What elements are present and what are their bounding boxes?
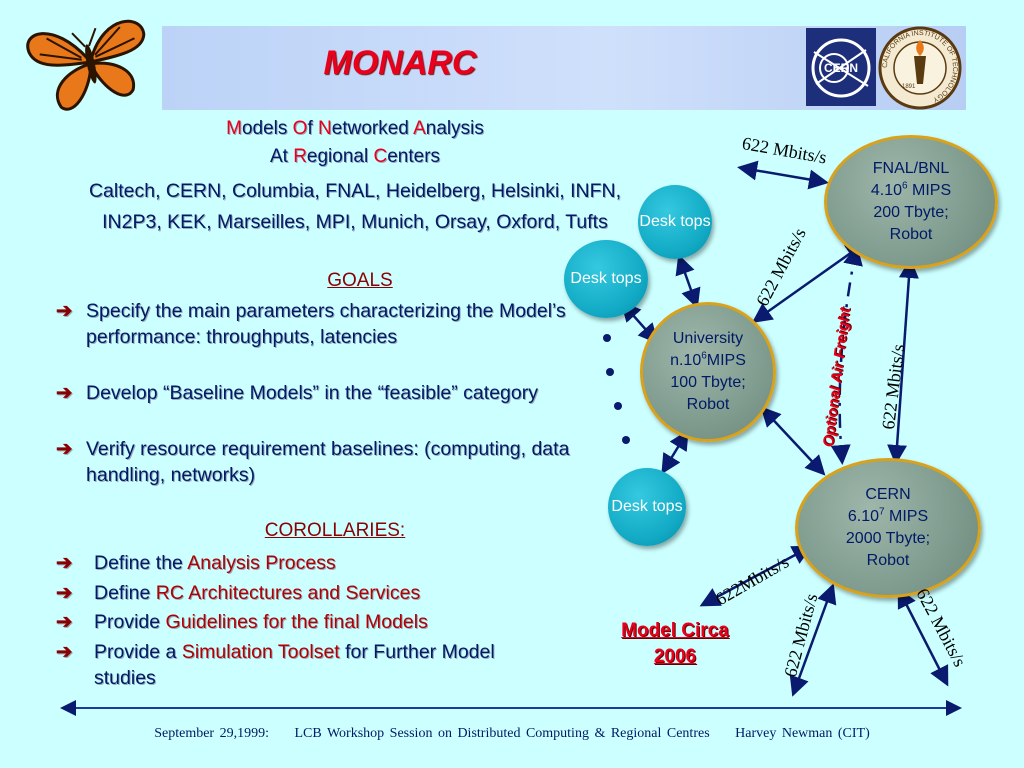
goals-heading: GOALS	[327, 270, 393, 291]
cern-logo: CERN	[806, 28, 876, 106]
model-circa-line: Model Circa	[621, 620, 729, 641]
acronym-line-1: Models Of Networked Analysis	[70, 118, 640, 140]
caltech-year: 1891	[902, 84, 916, 90]
desktops-node: Desk tops	[564, 240, 648, 318]
node-label: 2000 Tbyte;	[845, 530, 931, 547]
acronym-word: At	[269, 146, 294, 167]
acronym-word: etworked	[331, 118, 414, 139]
acronym-word: nalysis	[425, 118, 484, 139]
goal-text: Develop “Baseline Models” in the “feasib…	[86, 382, 538, 404]
arrow-right-icon: ➔	[56, 438, 73, 460]
link-cern-left	[699, 545, 813, 607]
corollary-highlight: RC Architectures and Services	[155, 582, 421, 604]
acronym-initial: O	[292, 118, 308, 139]
acronym-initial: M	[226, 118, 242, 139]
arrow-right-icon: ➔	[56, 611, 73, 633]
corollary-highlight: Guidelines for the final Models	[165, 611, 428, 633]
corollary-highlight: Analysis Process	[187, 552, 336, 574]
goal-item: ➔ Develop “Baseline Models” in the “feas…	[56, 380, 586, 406]
node-label: 6.107 MIPS	[847, 506, 929, 525]
fnal-bnl-node: FNAL/BNL 4.106 MIPS 200 Tbyte; Robot	[824, 135, 998, 269]
acronym-word: egional	[306, 146, 374, 167]
acronym-word: enters	[387, 146, 441, 167]
node-label: 4.106 MIPS	[870, 180, 952, 199]
link-desk1-univ	[675, 254, 701, 309]
link-univ-cern	[760, 406, 826, 476]
institutes-list: Caltech, CERN, Columbia, FNAL, Heidelber…	[88, 180, 622, 233]
link-top	[737, 160, 829, 190]
link-cern-right	[897, 587, 949, 687]
corollary-prefix: Define the	[94, 552, 188, 574]
university-node: University n.106MIPS 100 Tbyte; Robot	[640, 302, 776, 442]
continuation-dot	[606, 368, 614, 376]
node-label: Robot	[866, 552, 910, 569]
corollary-highlight: Simulation Toolset	[181, 641, 340, 663]
desktops-node: Desk tops	[608, 468, 686, 546]
corollary-item: ➔ Define the Analysis Process	[56, 550, 536, 576]
continuation-dot	[603, 334, 611, 342]
model-circa-label: Model Circa 2006	[600, 618, 750, 670]
cern-node: CERN 6.107 MIPS 2000 Tbyte; Robot	[795, 458, 981, 598]
acronym-word: odels	[241, 118, 293, 139]
slide-title: MONARC	[323, 44, 477, 82]
acronym-initial: C	[373, 146, 388, 167]
desktops-node: Desk tops	[638, 185, 712, 259]
corollary-item: ➔ Provide Guidelines for the final Model…	[56, 609, 536, 635]
acronym-line-2: At Regional Centers	[70, 146, 640, 168]
link-desk3-univ	[661, 429, 689, 475]
continuation-dot	[614, 402, 622, 410]
corollary-item: ➔ Provide a Simulation Toolset for Furth…	[56, 639, 556, 691]
arrow-right-icon: ➔	[56, 552, 73, 574]
goal-item: ➔ Verify resource requirement baselines:…	[56, 436, 576, 488]
acronym-initial: R	[293, 146, 307, 167]
goal-text: Specify the main parameters characterizi…	[86, 300, 566, 348]
node-label: CERN	[865, 486, 911, 503]
footer-event: LCB Workshop Session on Distributed Comp…	[294, 726, 710, 741]
corollary-prefix: Provide	[94, 611, 166, 633]
corollary-item: ➔ Define RC Architectures and Services	[56, 580, 536, 606]
cern-logo-text: CERN	[824, 61, 858, 75]
arrow-right-icon: ➔	[56, 582, 73, 604]
acronym-initial: N	[318, 118, 332, 139]
corollary-suffix: for Further Model studies	[94, 641, 495, 689]
footer-date: September 29,1999:	[154, 726, 269, 741]
node-label: Robot	[889, 226, 933, 243]
node-label: Robot	[686, 396, 730, 413]
arrow-right-icon: ➔	[56, 641, 73, 663]
model-circa-line: 2006	[653, 646, 697, 667]
goal-text: Verify resource requirement baselines: (…	[86, 438, 570, 486]
footer: September 29,1999: LCB Workshop Session …	[40, 726, 984, 742]
corollary-prefix: Provide a	[94, 641, 182, 663]
arrow-right-icon: ➔	[56, 382, 73, 404]
node-label: FNAL/BNL	[872, 160, 950, 177]
node-label: University	[672, 330, 744, 347]
node-label: 100 Tbyte;	[670, 374, 746, 391]
air-freight-link	[830, 245, 863, 465]
node-label: 200 Tbyte;	[873, 204, 949, 221]
continuation-dot	[622, 436, 630, 444]
corollaries-heading: COROLLARIES:	[264, 520, 406, 541]
butterfly-image	[26, 19, 146, 111]
arrow-right-icon: ➔	[56, 300, 73, 322]
acronym-initial: A	[413, 118, 426, 139]
corollary-prefix: Define	[94, 582, 156, 604]
acronym-word: f	[307, 118, 319, 139]
footer-author: Harvey Newman (CIT)	[735, 726, 870, 741]
caltech-seal: CALIFORNIA INSTITUTE OF TECHNOLOGY 1891	[878, 26, 962, 110]
link-cern-down	[789, 583, 837, 697]
link-fnal-cern	[887, 258, 919, 465]
goal-item: ➔ Specify the main parameters characteri…	[56, 298, 576, 350]
node-label: n.106MIPS	[670, 350, 746, 369]
